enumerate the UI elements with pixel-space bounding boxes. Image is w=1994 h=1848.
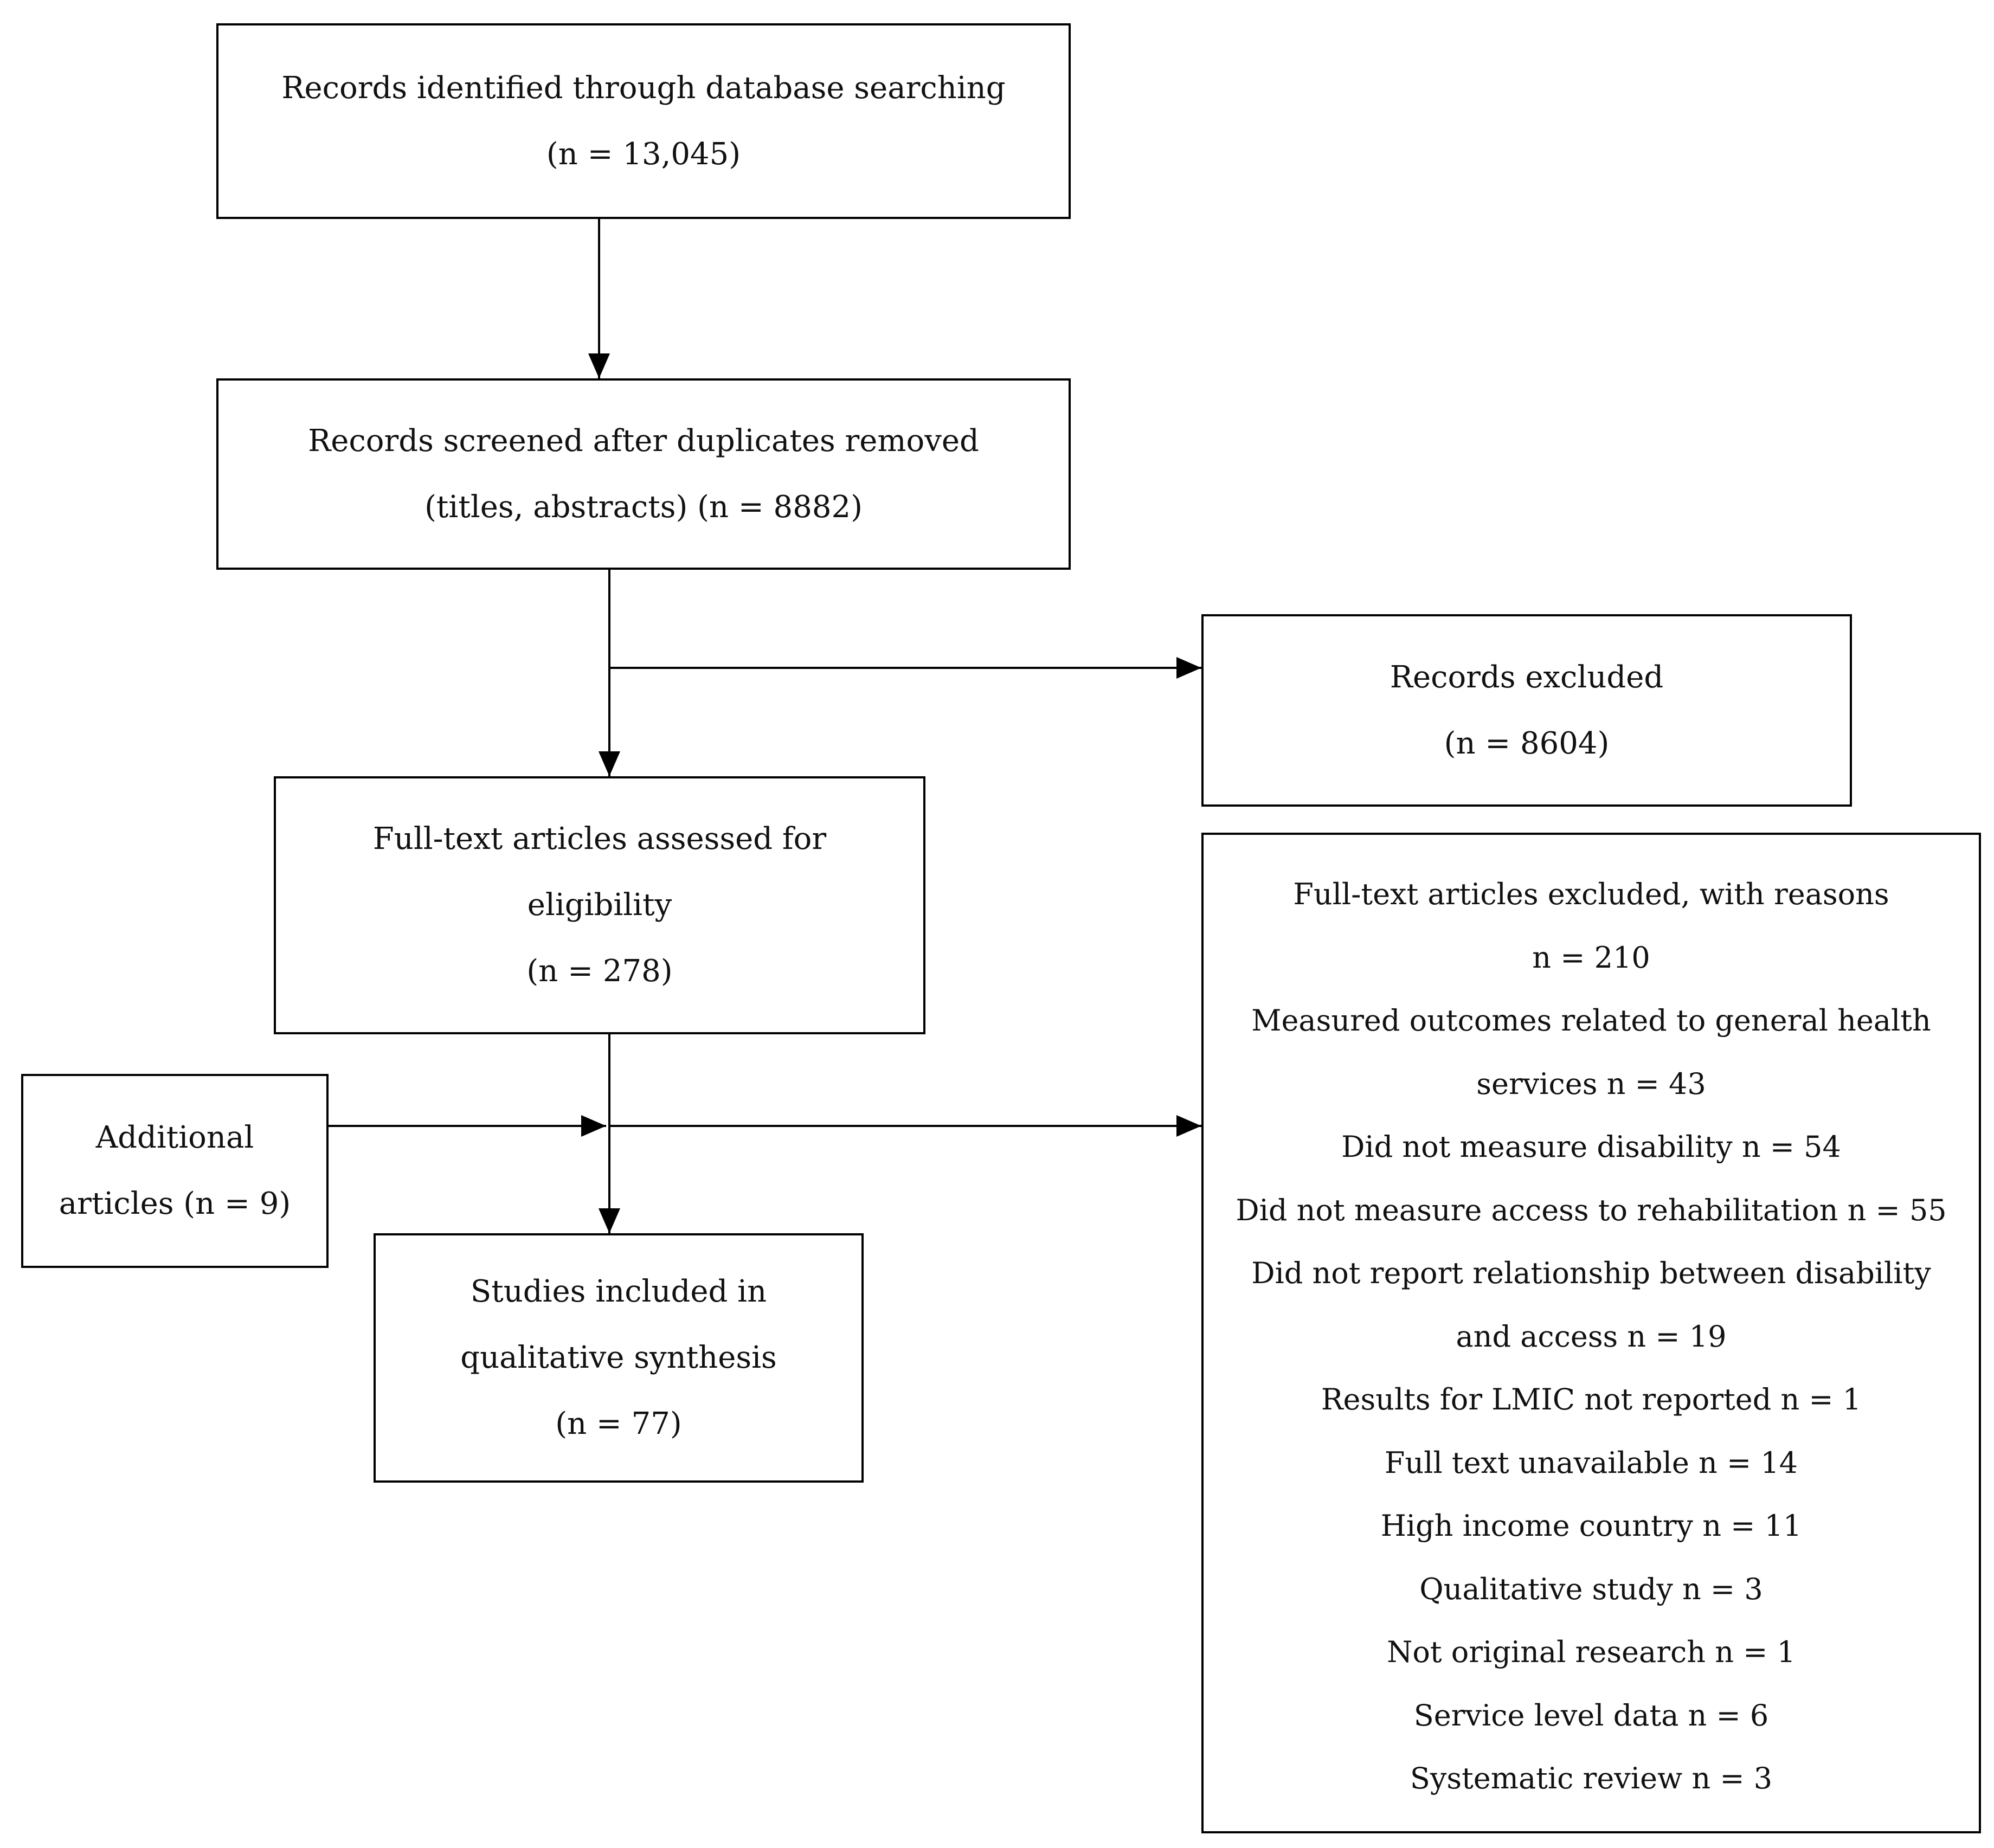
fulltext-assessed-label-2: eligibility [527,887,672,923]
records-identified-count: (n = 13,045) [546,136,741,172]
excluded-reason-line: Systematic review n = 3 [1410,1761,1773,1795]
records-screened-count: (titles, abstracts) (n = 8882) [424,489,863,525]
additional-articles-box: Additional articles (n = 9) [21,1074,329,1268]
excluded-reason-line: Service level data n = 6 [1413,1698,1769,1733]
excluded-reason-line: Results for LMIC not reported n = 1 [1321,1382,1862,1416]
excluded-reason-line: Did not measure access to rehabilitation… [1236,1193,1947,1227]
records-identified-label: Records identified through database sear… [281,70,1006,106]
excluded-reason-line: Full-text articles excluded, with reason… [1293,877,1889,911]
excluded-reason-line: and access n = 19 [1456,1319,1727,1354]
fulltext-excluded-box: Full-text articles excluded, with reason… [1201,833,1981,1833]
studies-included-box: Studies included in qualitative synthesi… [374,1233,864,1483]
excluded-reason-line: Not original research n = 1 [1387,1635,1796,1669]
studies-included-label-1: Studies included in [470,1274,767,1309]
additional-articles-label-1: Additional [95,1120,254,1155]
records-excluded-label: Records excluded [1390,659,1664,695]
excluded-reason-line: Measured outcomes related to general hea… [1251,1003,1931,1038]
fulltext-assessed-count: (n = 278) [526,954,673,989]
records-screened-box: Records screened after duplicates remove… [216,378,1071,570]
records-identified-box: Records identified through database sear… [216,23,1071,219]
excluded-reason-line: Qualitative study n = 3 [1419,1572,1763,1606]
fulltext-assessed-label-1: Full-text articles assessed for [372,821,827,857]
records-screened-label: Records screened after duplicates remove… [308,423,979,459]
excluded-reason-line: Did not measure disability n = 54 [1341,1130,1841,1164]
fulltext-assessed-box: Full-text articles assessed for eligibil… [274,776,925,1034]
excluded-reason-line: Full text unavailable n = 14 [1384,1445,1798,1480]
excluded-reason-line: services n = 43 [1476,1066,1706,1101]
additional-articles-label-2: articles (n = 9) [59,1186,291,1221]
studies-included-label-2: qualitative synthesis [460,1340,777,1375]
studies-included-count: (n = 77) [555,1406,682,1441]
records-excluded-count: (n = 8604) [1444,725,1610,761]
excluded-reason-line: n = 210 [1532,940,1650,975]
excluded-reason-line: High income country n = 11 [1380,1509,1802,1543]
records-excluded-box: Records excluded (n = 8604) [1201,614,1852,807]
excluded-reason-line: Did not report relationship between disa… [1251,1256,1931,1290]
